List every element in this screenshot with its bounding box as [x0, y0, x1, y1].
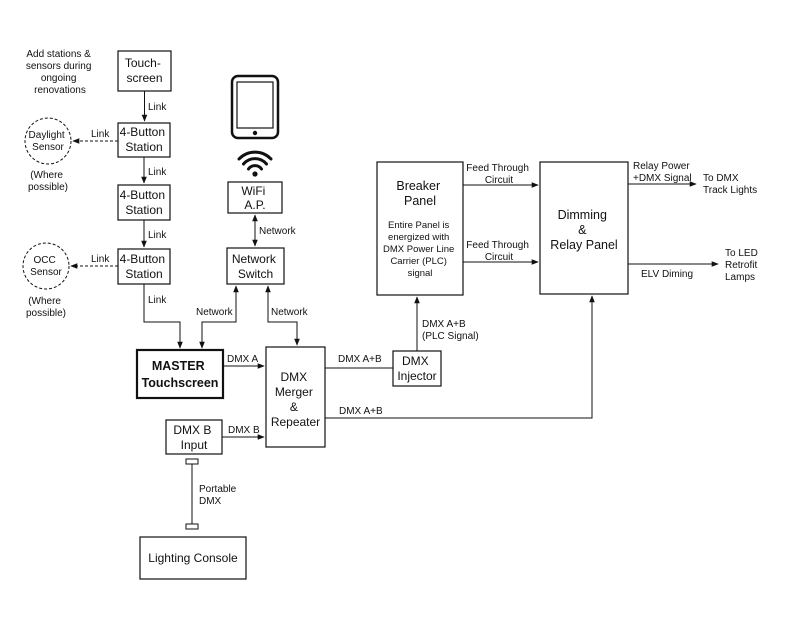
- occ-sensor-label: OCC Sensor: [30, 255, 62, 278]
- touchscreen-label: Touch- screen: [125, 56, 164, 85]
- label-feed-through-2: Feed Through Circuit: [466, 240, 531, 263]
- label-relay-power: Relay Power +DMX Signal: [633, 161, 692, 184]
- label-led-retrofit: To LED Retrofit Lamps: [725, 248, 761, 283]
- renovation-note: Add stations & sensors during ongoing re…: [26, 49, 94, 96]
- station-1-label: 4-Button Station: [120, 125, 169, 154]
- dmx-merger-label: DMX Merger & Repeater: [271, 370, 320, 429]
- label-dmx-ab-2: DMX A+B: [339, 406, 383, 417]
- edge-labels: Link Link Link Link Link Link Network Ne…: [91, 102, 761, 507]
- network-switch-label: Network Switch: [232, 252, 279, 281]
- label-link-5: Link: [91, 254, 110, 265]
- connectors: [70, 91, 719, 524]
- daylight-sensor-label: Daylight Sensor: [29, 130, 68, 153]
- wifi-ap-box: WiFi A.P.: [227, 181, 283, 214]
- station-2-label: 4-Button Station: [120, 188, 169, 217]
- dmx-injector-box: DMX Injector: [392, 350, 442, 387]
- dmx-b-input-box: DMX B Input: [165, 419, 223, 455]
- lighting-console-box: Lighting Console: [139, 536, 247, 580]
- lighting-console-label: Lighting Console: [148, 551, 238, 565]
- label-link-3: Link: [148, 167, 167, 178]
- label-link-2: Link: [91, 129, 110, 140]
- edge-switch-merger: [265, 285, 300, 346]
- dmx-b-input-label: DMX B Input: [173, 423, 214, 452]
- edge-master-switch: [199, 285, 239, 349]
- station-2-box: 4-Button Station: [117, 184, 171, 221]
- label-link-4: Link: [148, 230, 167, 241]
- network-switch-box: Network Switch: [226, 247, 285, 285]
- touchscreen-box: Touch- screen: [117, 50, 172, 92]
- label-portable-dmx: Portable DMX: [199, 484, 239, 507]
- dimming-relay-panel-box: Dimming & Relay Panel: [539, 161, 629, 295]
- label-dmx-ab-plc: DMX A+B (PLC Signal): [422, 319, 479, 342]
- label-elv-dimming: ELV Diming: [641, 269, 693, 280]
- master-touchscreen-label: MASTER Touchscreen: [142, 359, 219, 390]
- wifi-ap-label: WiFi A.P.: [241, 184, 268, 212]
- label-link-6: Link: [148, 295, 167, 306]
- station-3-label: 4-Button Station: [120, 252, 169, 281]
- master-touchscreen-box: MASTER Touchscreen: [135, 348, 225, 400]
- label-network-1: Network: [259, 226, 297, 237]
- label-dmx-b: DMX B: [228, 425, 260, 436]
- station-1-box: 4-Button Station: [117, 122, 171, 158]
- daylight-sensor: Daylight Sensor: [24, 117, 72, 165]
- label-network-3: Network: [271, 307, 309, 318]
- occ-sensor: OCC Sensor: [22, 242, 70, 290]
- occ-where-note: (Where possible): [26, 296, 66, 319]
- edge-merger-dimming: [325, 295, 595, 419]
- edge-station3-master: [143, 284, 183, 349]
- wifi-icon: [237, 150, 273, 177]
- label-feed-through-1: Feed Through Circuit: [466, 163, 531, 186]
- plug-top-icon: [185, 458, 199, 465]
- tablet-icon: [230, 74, 280, 140]
- label-link-1: Link: [148, 102, 167, 113]
- station-3-box: 4-Button Station: [117, 248, 171, 285]
- breaker-panel-title: Breaker Panel: [396, 179, 443, 208]
- dmx-injector-label: DMX Injector: [397, 354, 436, 383]
- dimming-relay-panel-label: Dimming & Relay Panel: [550, 208, 617, 252]
- plug-bottom-icon: [185, 523, 199, 530]
- label-dmx-a: DMX A: [227, 354, 258, 365]
- breaker-panel-description: Entire Panel is energized with DMX Power…: [383, 220, 457, 279]
- breaker-panel-box: Breaker Panel Entire Panel is energized …: [376, 161, 464, 296]
- dmx-merger-box: DMX Merger & Repeater: [265, 346, 326, 448]
- daylight-where-note: (Where possible): [28, 170, 68, 193]
- label-dmx-ab-1: DMX A+B: [338, 354, 382, 365]
- label-track-lights: To DMX Track Lights: [703, 173, 757, 196]
- label-network-2: Network: [196, 307, 234, 318]
